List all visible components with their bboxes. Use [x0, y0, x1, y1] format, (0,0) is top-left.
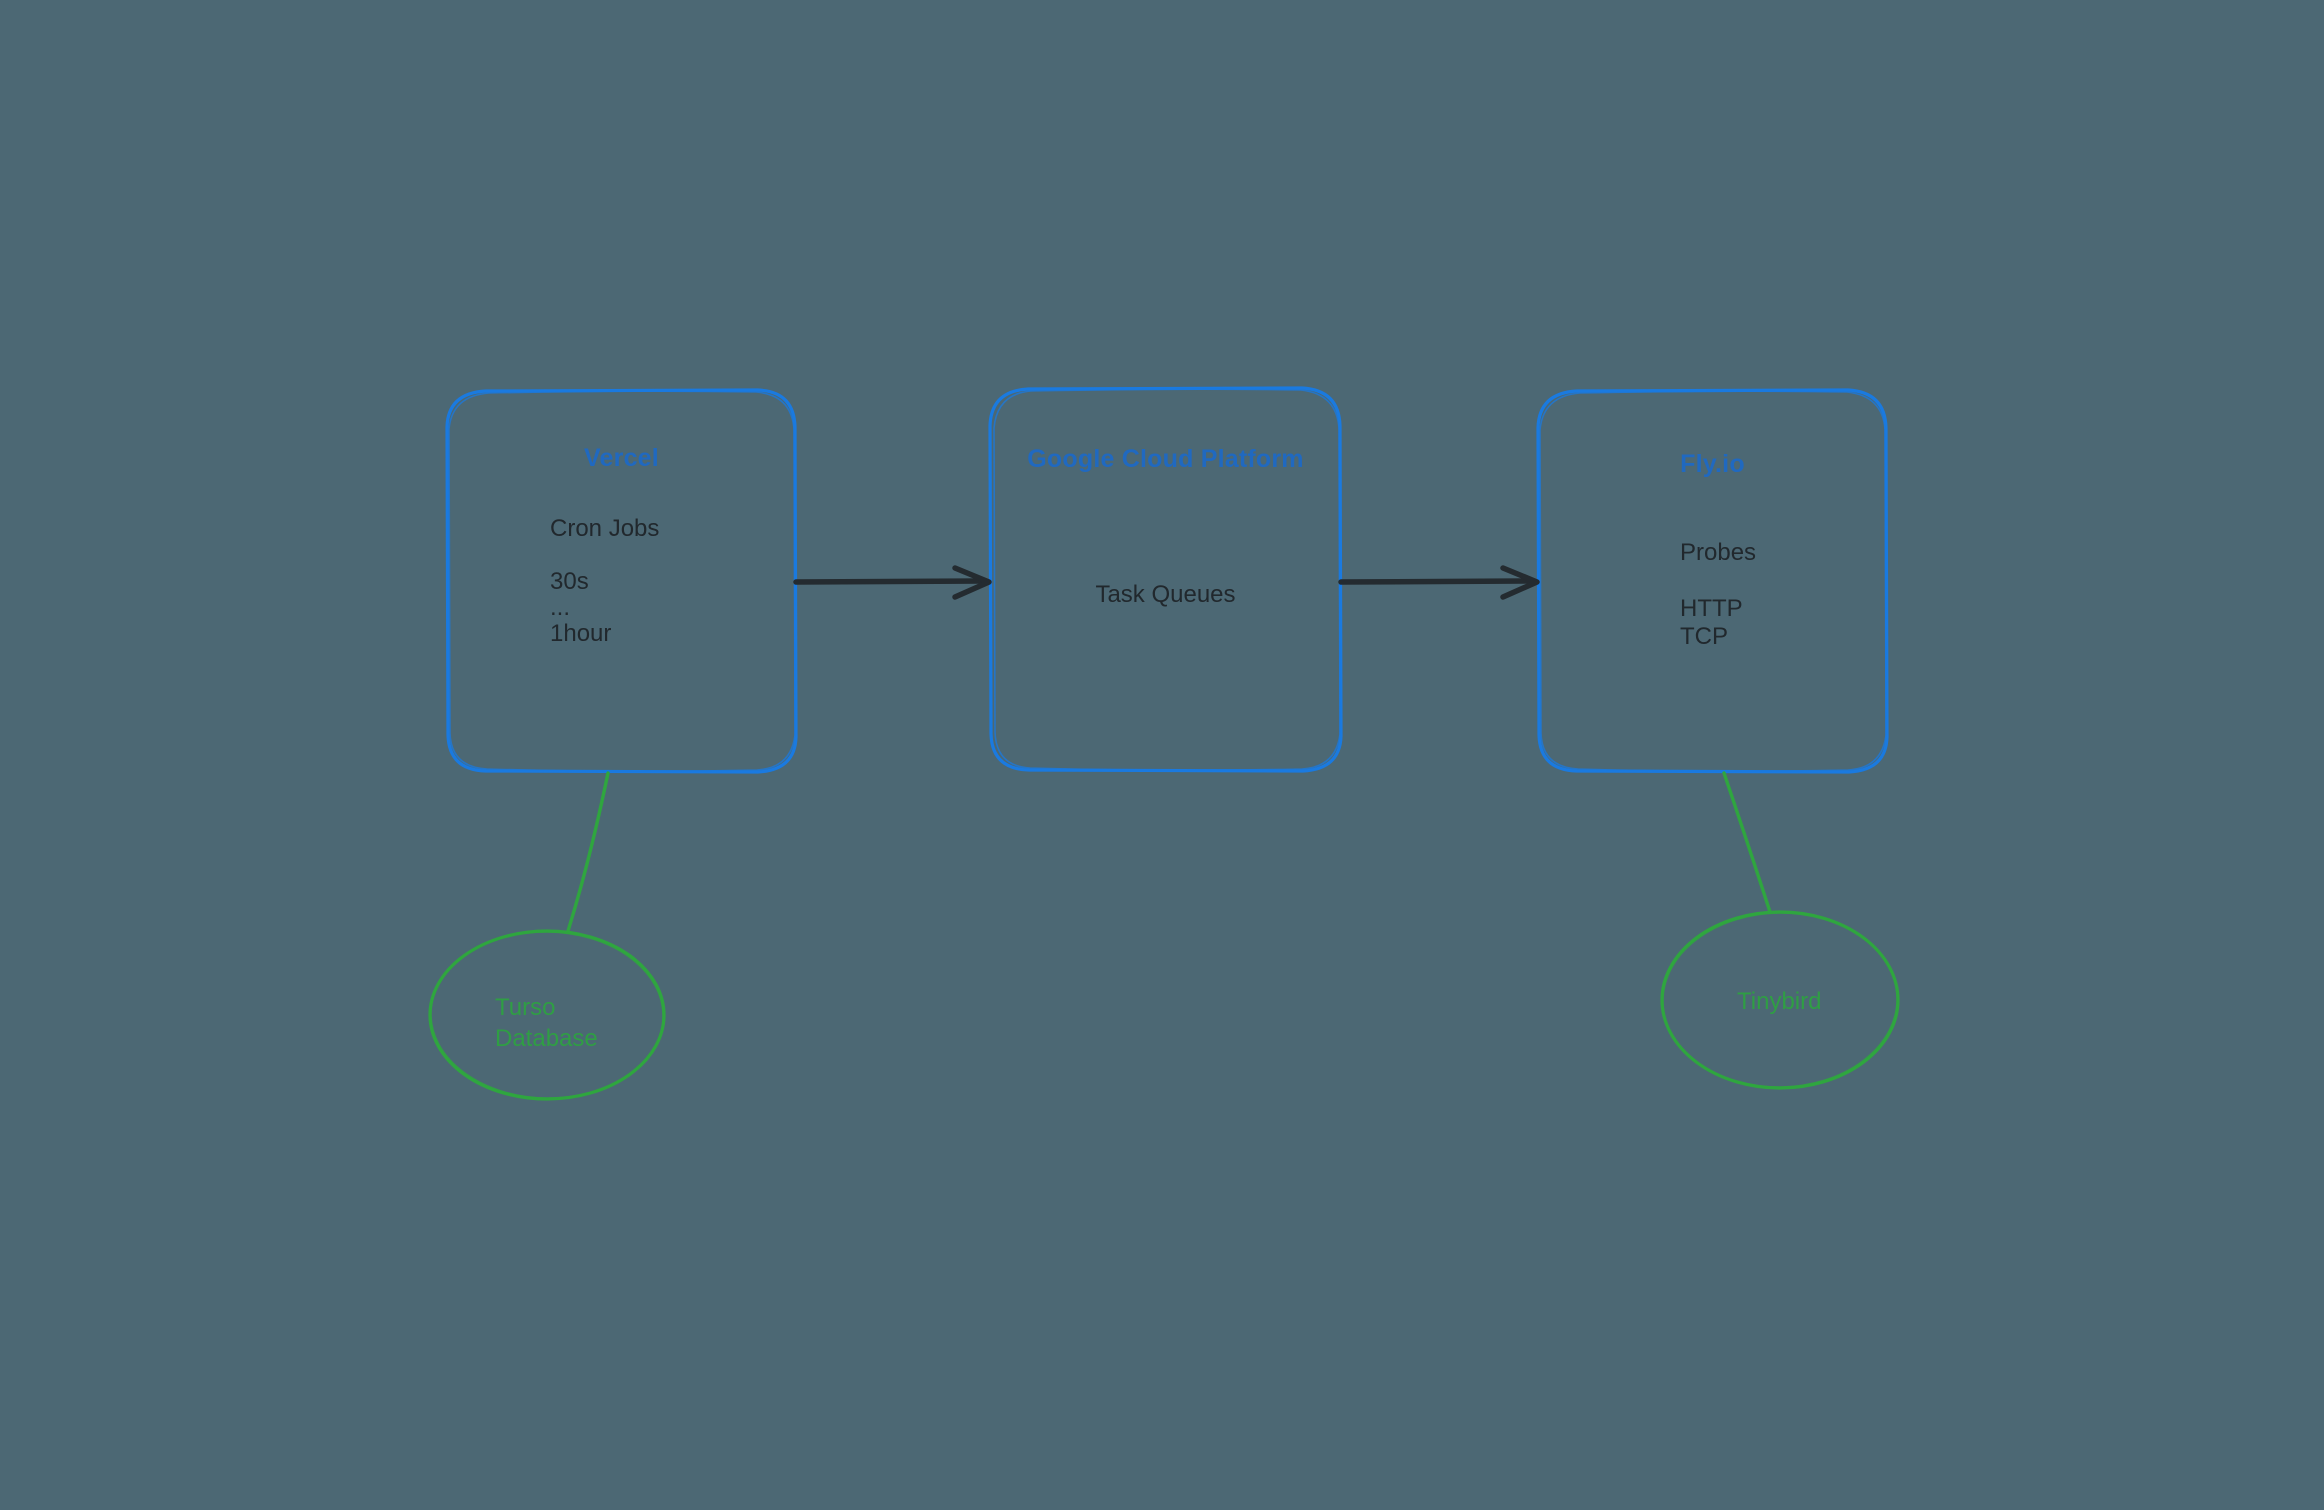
ellipse-label-turso: Turso Database: [495, 994, 598, 1052]
box-line-cron-jobs: Cron Jobs: [550, 515, 660, 542]
box-title-gcp: Google Cloud Platform: [1027, 445, 1304, 473]
box-line-1hour: 1hour: [550, 620, 612, 647]
box-line-http: HTTP: [1680, 595, 1743, 622]
box-title-flyio: Fly.io: [1680, 450, 1745, 478]
box-line-task-queues: Task Queues: [1095, 581, 1236, 608]
box-title-vercel: Vercel: [584, 444, 659, 472]
ellipse-label-tinybird: Tinybird: [1737, 988, 1822, 1015]
box-line-ellipsis: ...: [550, 594, 571, 621]
box-line-tcp: TCP: [1680, 623, 1728, 650]
box-line-probes: Probes: [1680, 539, 1757, 566]
box-line-30s: 30s: [550, 568, 589, 595]
